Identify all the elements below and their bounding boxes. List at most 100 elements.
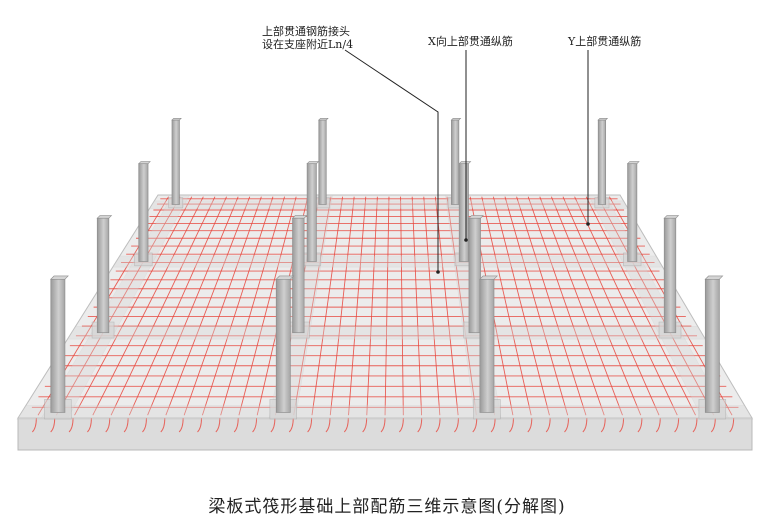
rebar-hook [380, 417, 386, 433]
rebar-y [183, 196, 262, 416]
rebar-hook [417, 417, 423, 433]
rebar-y [585, 196, 696, 416]
rebar-hook [252, 417, 258, 433]
column-shaft [138, 163, 149, 262]
rebar-hook [197, 417, 202, 433]
rebar-y [201, 196, 274, 416]
rebar-y [400, 196, 404, 416]
column-shaft [275, 278, 291, 413]
rebar-hook [343, 417, 349, 433]
rebar-hook [527, 417, 533, 433]
rebar-hook [50, 417, 56, 433]
rebar-y [329, 196, 355, 416]
column-shaft [663, 217, 677, 334]
rebar-hook [233, 417, 239, 433]
column-top [291, 215, 308, 219]
figure-caption: 梁板式筏形基础上部配筋三维示意图(分解图) [208, 497, 566, 517]
column [134, 161, 153, 267]
column [658, 215, 682, 339]
rebar-y [165, 196, 251, 416]
rebar-hook [288, 417, 294, 433]
column-shaft [306, 163, 317, 262]
column [623, 161, 642, 267]
rebar-y [516, 196, 587, 416]
annotation-x-top-bar: X向上部贯通纵筋 [428, 35, 513, 48]
column-top [275, 275, 295, 280]
column-top [450, 117, 462, 121]
rebar-hook [105, 417, 111, 433]
rebar-hook [472, 417, 478, 433]
rebar-y [550, 196, 642, 416]
column-top [318, 117, 329, 121]
column-top [138, 161, 151, 164]
rebar-hook [435, 417, 441, 433]
rebar-hook [637, 417, 643, 433]
rebar-grid [31, 196, 739, 433]
leader-joint-dot [436, 270, 440, 274]
rebar-y [504, 196, 569, 416]
column [698, 275, 727, 420]
column [91, 215, 115, 339]
beam-x [149, 200, 629, 209]
column-top [663, 215, 680, 219]
column [454, 161, 473, 267]
column-shaft [479, 278, 495, 413]
rebar-hook [68, 417, 74, 433]
rebar-y [55, 196, 181, 416]
rebar-y [423, 196, 441, 416]
rebar-y [128, 196, 227, 416]
rebar-y [74, 196, 193, 416]
rebar-hook [509, 417, 514, 433]
column [287, 215, 310, 339]
column-top [50, 275, 69, 280]
column-shaft [451, 119, 460, 205]
column-shaft [292, 217, 305, 334]
rebar-hook [490, 417, 496, 433]
leader-x-dot [464, 238, 468, 242]
column-shaft [468, 217, 481, 334]
column [168, 117, 184, 209]
column-top [306, 161, 320, 164]
annotation-y-top-bar: Y上部贯通纵筋 [568, 35, 642, 48]
rebar-hook [692, 417, 698, 433]
rebar-y [110, 196, 216, 416]
column-top [171, 117, 182, 121]
column-shaft [704, 278, 720, 413]
rebar-hook [545, 417, 551, 433]
rebar-y [562, 196, 660, 416]
rebar-y [293, 196, 332, 416]
rebar-hook [729, 417, 735, 433]
rebar-y [311, 196, 344, 416]
rebar-y [434, 196, 459, 416]
column-top [704, 275, 724, 280]
column-shaft [458, 163, 469, 262]
beam-x [67, 326, 706, 340]
column-top [626, 161, 640, 164]
rebar-hook [160, 417, 166, 433]
column-top [479, 275, 498, 280]
rebar-hook [674, 417, 680, 433]
leader-joint [344, 49, 439, 272]
column-top [468, 215, 484, 219]
rebar-y [220, 196, 285, 416]
rebar-y [446, 196, 477, 416]
rebar-hook [600, 417, 606, 433]
rebar-hook [215, 417, 221, 433]
rebar-hook [582, 417, 588, 433]
column-shaft [627, 163, 638, 262]
column [447, 117, 463, 209]
column [594, 117, 610, 209]
beam-x [112, 255, 664, 268]
column-shaft [96, 217, 110, 334]
rebar-y [366, 196, 378, 416]
column-shaft [171, 119, 180, 205]
rebar-y [574, 196, 678, 416]
column [473, 275, 501, 420]
rebar-y [384, 196, 390, 416]
rebar-hook [31, 417, 37, 433]
rebar-hook [270, 417, 276, 433]
rebar-y [597, 196, 715, 416]
rebar-hook [87, 417, 92, 433]
leader-y-dot [586, 222, 590, 226]
rebar-hook [142, 417, 147, 433]
